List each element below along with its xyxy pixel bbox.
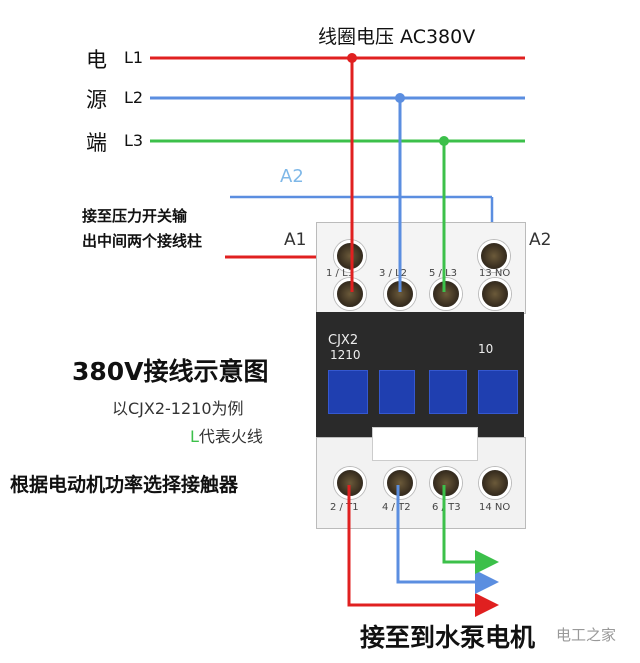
a1-screw (334, 240, 366, 272)
label-l2: L2 (124, 88, 144, 107)
junction-l1 (347, 53, 357, 63)
label-l3: L3 (124, 131, 144, 150)
a2-wire-label: A2 (280, 166, 304, 187)
aux-code: 10 (478, 342, 494, 356)
legend-text: 代表火线 (198, 427, 263, 446)
a2-label: A2 (529, 230, 552, 250)
watermark: 电工之家 (556, 626, 617, 644)
a1-label: A1 (284, 230, 307, 250)
bottom-terminal-label: 2 / T1 (330, 502, 359, 513)
terminal-screw (479, 278, 511, 310)
blue-cover-2 (379, 370, 415, 414)
output-t2 (396, 485, 499, 594)
bottom-terminal-label: 4 / T2 (382, 502, 411, 513)
top-terminal-label: 13 NO (479, 268, 511, 279)
output-note: 接至到水泵电机 (360, 623, 536, 652)
legend-letter: L (190, 427, 199, 446)
terminal-screw (384, 467, 416, 499)
terminal-screw (334, 278, 366, 310)
legend-note: L代表火线 (190, 423, 263, 447)
pressure-note-2: 出中间两个接线柱 (82, 232, 203, 250)
power-char-2: 源 (86, 88, 107, 112)
blue-cover-3 (429, 370, 467, 414)
diagram-title: 380V接线示意图 (72, 357, 269, 386)
power-char-1: 电 (86, 48, 107, 72)
terminal-screw (430, 278, 462, 310)
power-char-3: 端 (86, 131, 107, 155)
model-line-1: CJX2 (328, 333, 359, 348)
label-l1: L1 (124, 48, 144, 67)
blue-cover-1 (328, 370, 368, 414)
bottom-terminal-label: 6 / T3 (432, 502, 461, 513)
terminal-screw (479, 467, 511, 499)
top-terminal-label: 1 / L1 (326, 268, 355, 279)
model-line-2: 1210 (330, 348, 361, 362)
coil-voltage-label: 线圈电压 AC380V (318, 26, 476, 48)
selection-note: 根据电动机功率选择接触器 (10, 474, 239, 496)
junction-l3 (439, 136, 449, 146)
output-t1 (347, 485, 499, 617)
pressure-note-1: 接至压力开关输 (82, 207, 188, 225)
a2-screw (478, 240, 510, 272)
bottom-terminal-label: 14 NO (479, 502, 511, 513)
top-terminal-label: 3 / L2 (379, 268, 408, 279)
output-t3 (442, 485, 499, 574)
junction-l2 (395, 93, 405, 103)
example-note: 以CJX2-1210为例 (112, 399, 244, 418)
blue-cover-4 (478, 370, 518, 414)
terminal-screw (430, 467, 462, 499)
